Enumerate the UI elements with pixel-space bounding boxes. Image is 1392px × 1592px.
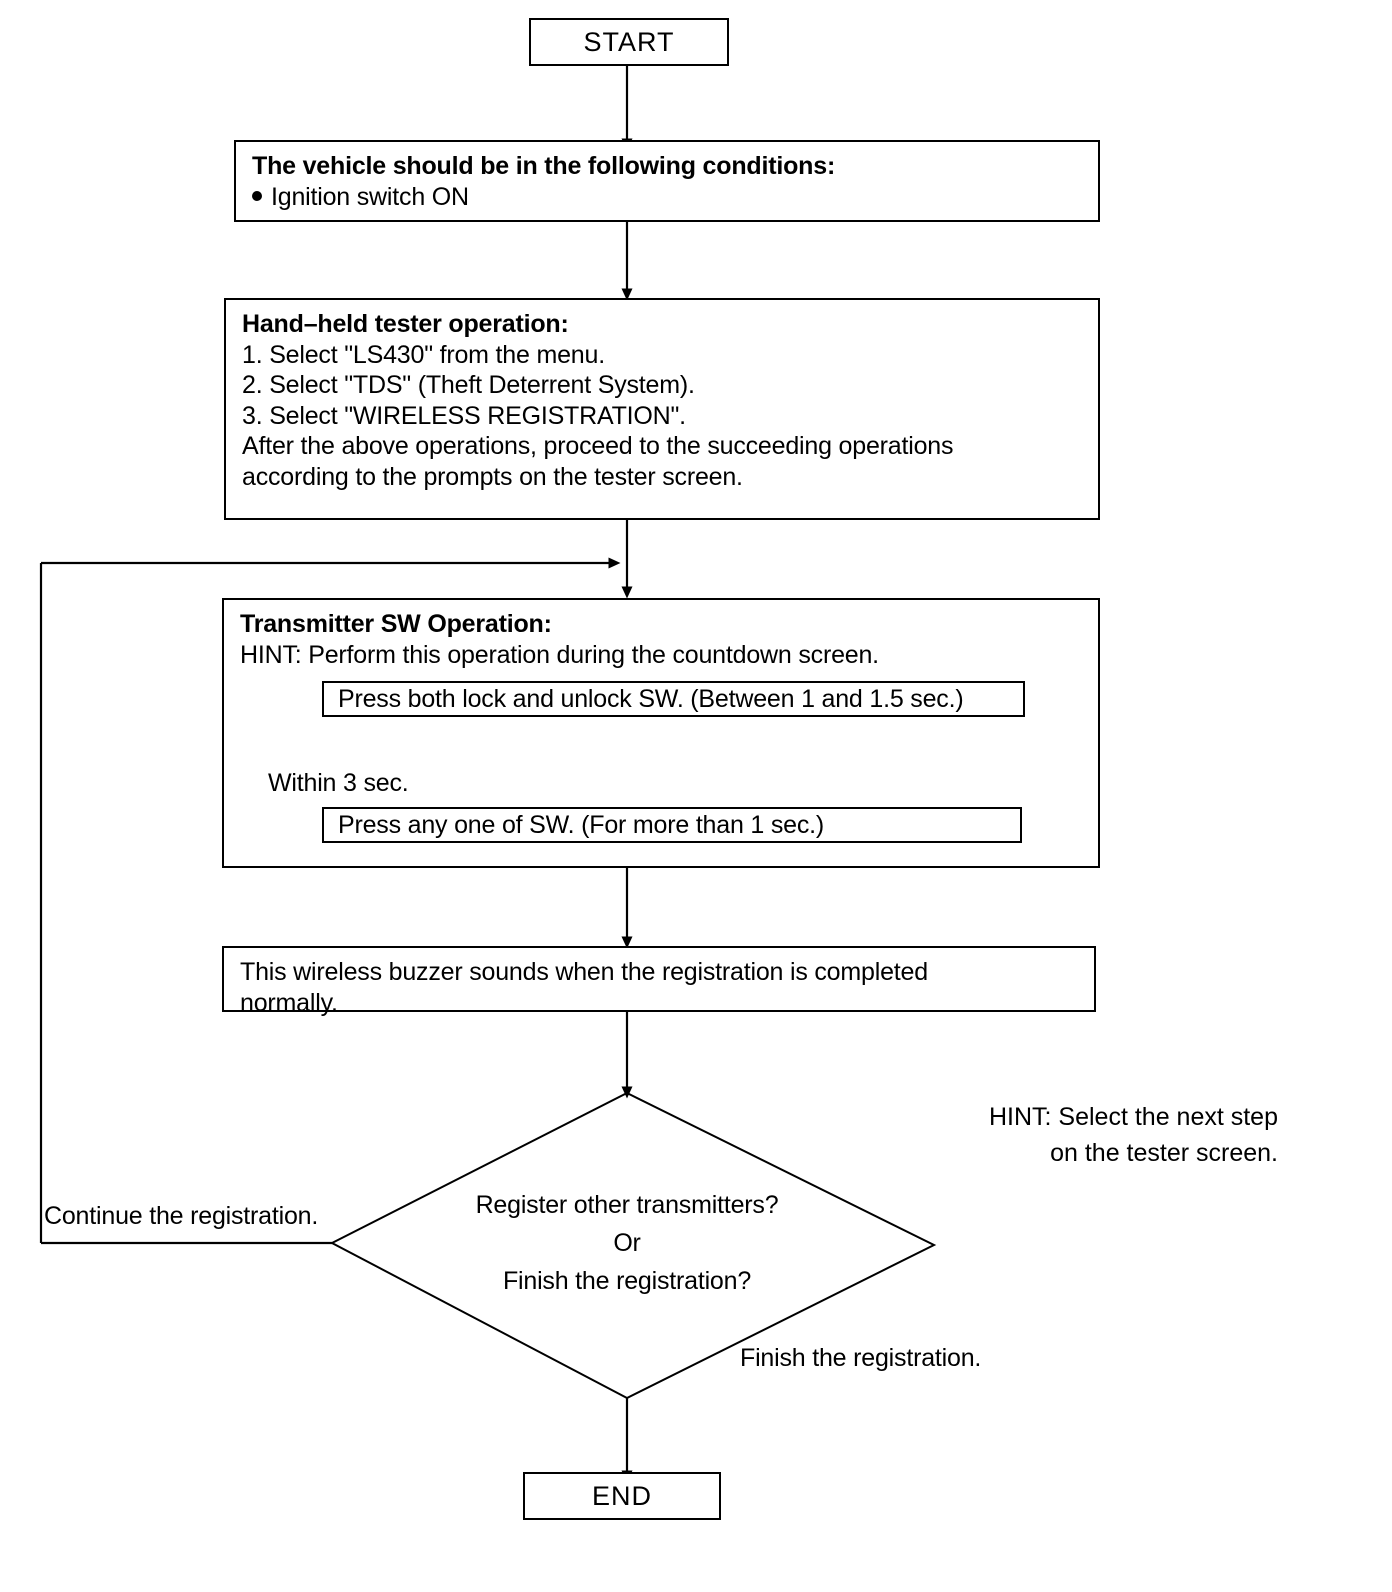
tester-step-3: 3. Select "WIRELESS REGISTRATION". [242, 401, 686, 430]
tester-note-line-2: according to the prompts on the tester s… [242, 462, 743, 491]
tester-screen-hint: HINT: Select the next step on the tester… [958, 1100, 1278, 1171]
buzzer-line-2: normally. [240, 988, 338, 1017]
tester-operation-node: Hand–held tester operation: 1. Select "L… [224, 298, 1100, 520]
transmitter-operation-heading: Transmitter SW Operation: [240, 610, 552, 638]
tester-step-1: 1. Select "LS430" from the menu. [242, 340, 605, 369]
vehicle-conditions-node: The vehicle should be in the following c… [234, 140, 1100, 222]
vehicle-conditions-heading: The vehicle should be in the following c… [252, 152, 836, 180]
decision-line-3: Finish the registration? [502, 1267, 752, 1295]
tester-note-line-1: After the above operations, proceed to t… [242, 432, 954, 460]
transmitter-inner-box-1-label: Press both lock and unlock SW. (Between … [338, 684, 964, 713]
branch-label-continue: Continue the registration. [44, 1202, 319, 1230]
within-3-sec-label: Within 3 sec. [268, 769, 409, 797]
end-label: END [591, 1480, 652, 1511]
transmitter-inner-box-2-label: Press any one of SW. (For more than 1 se… [338, 810, 825, 839]
tester-operation-heading: Hand–held tester operation: [242, 310, 569, 338]
transmitter-inner-box-2: Press any one of SW. (For more than 1 se… [322, 807, 1022, 843]
decision-line-2: Or [613, 1229, 641, 1257]
tester-screen-hint-line-1: HINT: Select the next step [988, 1103, 1278, 1131]
end-node: END [523, 1472, 721, 1520]
start-node: START [529, 18, 729, 66]
vehicle-conditions-bullet-text: Ignition switch ON [271, 182, 469, 211]
start-label: START [583, 26, 675, 57]
buzzer-node: This wireless buzzer sounds when the reg… [222, 946, 1096, 1017]
vehicle-conditions-bullet: Ignition switch ON [252, 182, 1084, 213]
bullet-dot-icon [252, 190, 262, 201]
branch-label-finish: Finish the registration. [740, 1344, 982, 1372]
transmitter-inner-box-1: Press both lock and unlock SW. (Between … [322, 681, 1025, 717]
decision-text: Register other transmitters? Or Finish t… [327, 1186, 927, 1300]
buzzer-line-1: This wireless buzzer sounds when the reg… [240, 958, 928, 986]
transmitter-hint: HINT: Perform this operation during the … [240, 640, 879, 669]
decision-line-1: Register other transmitters? [475, 1191, 779, 1219]
tester-step-2: 2. Select "TDS" (Theft Deterrent System)… [242, 371, 695, 399]
tester-screen-hint-line-2: on the tester screen. [1050, 1138, 1278, 1167]
